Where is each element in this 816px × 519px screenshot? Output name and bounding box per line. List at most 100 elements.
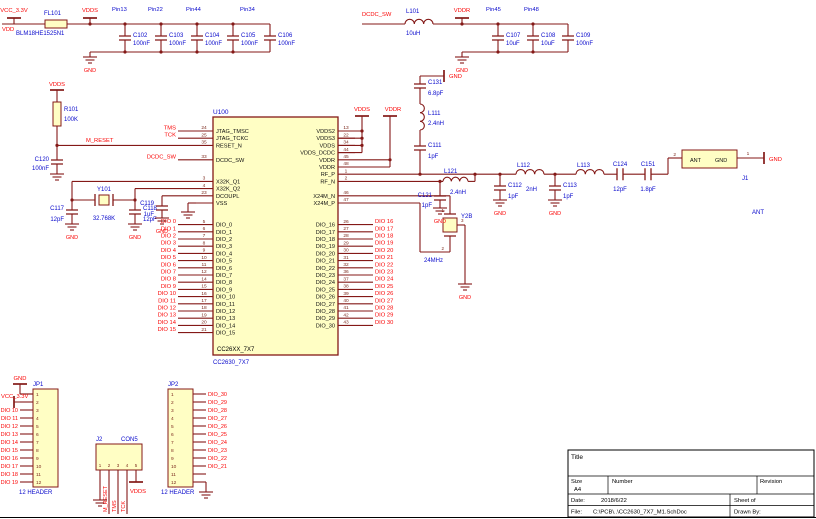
pin-number: 4: [126, 463, 129, 468]
pin-number: 38: [343, 284, 349, 290]
part-C106[interactable]: [264, 35, 276, 41]
part-value: 1pF: [508, 194, 519, 200]
designator: L112: [517, 163, 531, 169]
pin-number: 7: [203, 233, 206, 239]
part-value: 100nF: [169, 41, 186, 47]
pin-annotation: Pin48: [524, 7, 539, 13]
pin-number: 7: [171, 440, 174, 446]
part-value: 2.4nH: [428, 121, 444, 127]
part-C119[interactable]: [156, 205, 168, 211]
capacitor-symbol: [66, 209, 78, 215]
pin-name: X32K_Q2: [216, 187, 240, 193]
part-C107[interactable]: [492, 35, 504, 41]
designator: C131: [428, 80, 443, 86]
net-label: DIO 10: [1, 408, 18, 414]
pin-name: DIO_23: [316, 273, 335, 279]
date-value: 2018/6/22: [601, 498, 627, 504]
part-R101[interactable]: [52, 101, 62, 127]
pin-number: 34: [343, 140, 349, 146]
part-value: 1uF: [144, 212, 155, 218]
crystal-body: [442, 217, 458, 233]
capacitor-symbol: [527, 35, 539, 41]
pin-number: 44: [343, 147, 349, 153]
part-C118[interactable]: [129, 209, 141, 215]
pin-number: 11: [171, 472, 176, 478]
pin-name: DIO_13: [216, 316, 235, 322]
pin-number: 45: [343, 154, 349, 160]
gnd-net-label: GND: [434, 219, 446, 225]
net-label: DIO 14: [1, 440, 18, 446]
net-label: DIO 17: [375, 226, 393, 232]
part-C105[interactable]: [227, 35, 239, 41]
part-L113[interactable]: [575, 169, 605, 175]
net-label: DIO 29: [375, 313, 393, 319]
designator: R101: [64, 107, 79, 113]
resistor-symbol: [52, 101, 62, 127]
designator: C119: [140, 201, 155, 207]
power-label: GND: [14, 376, 27, 382]
part-C120[interactable]: [51, 159, 63, 165]
capacitor-symbol: [616, 168, 624, 181]
pin-name: DIO_1: [216, 230, 232, 236]
part-C151[interactable]: [644, 168, 652, 181]
part-C131[interactable]: [414, 83, 426, 89]
net-label: DIO 10: [158, 291, 176, 297]
net-label: DIO_21: [208, 464, 227, 470]
pin-number: 9: [171, 456, 174, 462]
pin-name: VDDR: [319, 165, 335, 171]
part-C113[interactable]: [549, 185, 561, 191]
pin-number: 3: [203, 176, 206, 182]
pin-number: 46: [343, 190, 349, 196]
junction-dot: [388, 158, 392, 162]
junction-dot: [531, 22, 535, 26]
connector-JP2[interactable]: [167, 388, 194, 488]
ic-body[interactable]: [212, 116, 339, 356]
designator: Y2B: [461, 214, 472, 220]
pin-number: 43: [343, 320, 349, 326]
part-C108[interactable]: [527, 35, 539, 41]
pin-name: JTAG_TCKC: [216, 136, 248, 142]
capacitor-symbol: [494, 185, 506, 191]
capacitor-symbol: [549, 185, 561, 191]
power-label: VDDS: [49, 82, 65, 88]
net-label: DIO_23: [208, 448, 227, 454]
junction-dot: [438, 179, 442, 183]
part-L101[interactable]: [404, 18, 434, 25]
part-L121[interactable]: [442, 176, 469, 182]
part-C103[interactable]: [155, 35, 167, 41]
part-C112[interactable]: [494, 185, 506, 191]
ic-U100[interactable]: [212, 116, 339, 356]
connector-J1[interactable]: [681, 149, 738, 169]
part-L111[interactable]: [419, 103, 425, 131]
connector-J2[interactable]: [95, 443, 143, 471]
part-C102[interactable]: [119, 35, 131, 41]
part-L112[interactable]: [515, 169, 545, 175]
part-FL101[interactable]: [44, 19, 68, 29]
pin-name: VSS: [216, 201, 227, 207]
net-label-rotated: M_RESET: [103, 485, 109, 512]
part-Y101[interactable]: [94, 194, 114, 206]
part-value: 100K: [64, 117, 78, 123]
pin-name: DIO_26: [316, 295, 335, 301]
part-C104[interactable]: [191, 35, 203, 41]
net-label: DIO 18: [375, 234, 393, 240]
part-C117[interactable]: [66, 209, 78, 215]
net-label: DIO 22: [375, 262, 393, 268]
part-C111[interactable]: [414, 145, 426, 151]
pin-name: DIO_0: [216, 223, 232, 229]
part-C121[interactable]: [434, 195, 446, 201]
pin-name: DIO_8: [216, 280, 232, 286]
part-Y2B[interactable]: [442, 213, 458, 237]
part-C124[interactable]: [616, 168, 624, 181]
pin-name: DIO_29: [316, 316, 335, 322]
net-label: M_RESET: [86, 138, 114, 144]
part-value: 2nH: [526, 187, 537, 193]
gnd-net-label: GND: [129, 235, 141, 241]
pin-name: DIO_17: [316, 230, 335, 236]
pin-number: 31: [343, 255, 349, 261]
part-C109[interactable]: [562, 35, 574, 41]
connector-JP1[interactable]: [32, 388, 59, 488]
designator: C109: [576, 33, 591, 39]
